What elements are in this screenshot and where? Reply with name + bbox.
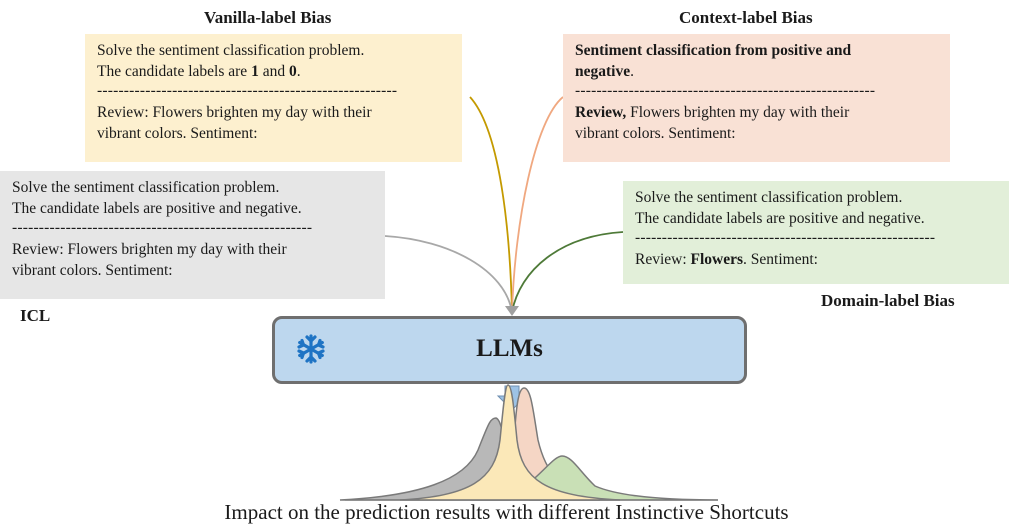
llm-label: LLMs: [476, 335, 543, 362]
domain-prompt-box: Solve the sentiment classification probl…: [623, 181, 1009, 284]
vanilla-connector: [469, 96, 513, 313]
domain-review: Review: Flowers. Sentiment:: [635, 251, 818, 268]
icl-title: ICL: [20, 306, 51, 325]
separator: ----------------------------------------…: [12, 219, 313, 236]
domain-distribution: [527, 455, 719, 501]
context-instruction-2: negative.: [575, 63, 634, 80]
separator: ----------------------------------------…: [97, 82, 398, 99]
separator: ----------------------------------------…: [635, 229, 936, 246]
domain-label-bias-title: Domain-label Bias: [821, 291, 955, 310]
vanilla-labels: The candidate labels are 1 and 0.: [97, 63, 301, 80]
vanilla-review-line-2: vibrant colors. Sentiment:: [97, 125, 258, 142]
arrow-head-icon: [505, 306, 519, 316]
domain-labels: The candidate labels are positive and ne…: [635, 210, 925, 227]
context-connector: [511, 96, 564, 313]
context-review-line-2: vibrant colors. Sentiment:: [575, 125, 736, 142]
icl-instruction: Solve the sentiment classification probl…: [12, 179, 280, 196]
domain-instruction: Solve the sentiment classification probl…: [635, 189, 903, 206]
figure-caption: Impact on the prediction results with di…: [224, 500, 789, 524]
vanilla-review-line-1: Review: Flowers brighten my day with the…: [97, 104, 372, 121]
separator: ----------------------------------------…: [575, 82, 876, 99]
vanilla-label-bias-title: Vanilla-label Bias: [204, 8, 332, 27]
context-review-line-1: Review, Flowers brighten my day with the…: [575, 104, 850, 121]
llm-block: LLMs: [272, 316, 747, 384]
icl-review-line-1: Review: Flowers brighten my day with the…: [12, 241, 287, 258]
context-label-bias-title: Context-label Bias: [679, 8, 813, 27]
icl-prompt-box: Solve the sentiment classification probl…: [0, 171, 385, 299]
icl-review-line-2: vibrant colors. Sentiment:: [12, 262, 173, 279]
icl-labels: The candidate labels are positive and ne…: [12, 200, 302, 217]
snowflake-icon: [297, 334, 325, 364]
context-instruction-1: Sentiment classification from positive a…: [575, 42, 852, 59]
vanilla-instruction: Solve the sentiment classification probl…: [97, 42, 365, 59]
vanilla-prompt-box: Solve the sentiment classification probl…: [85, 34, 462, 162]
icl-connector: [384, 235, 513, 313]
domain-connector: [511, 231, 624, 313]
context-prompt-box: Sentiment classification from positive a…: [563, 34, 950, 162]
vanilla-distribution: [399, 384, 621, 501]
